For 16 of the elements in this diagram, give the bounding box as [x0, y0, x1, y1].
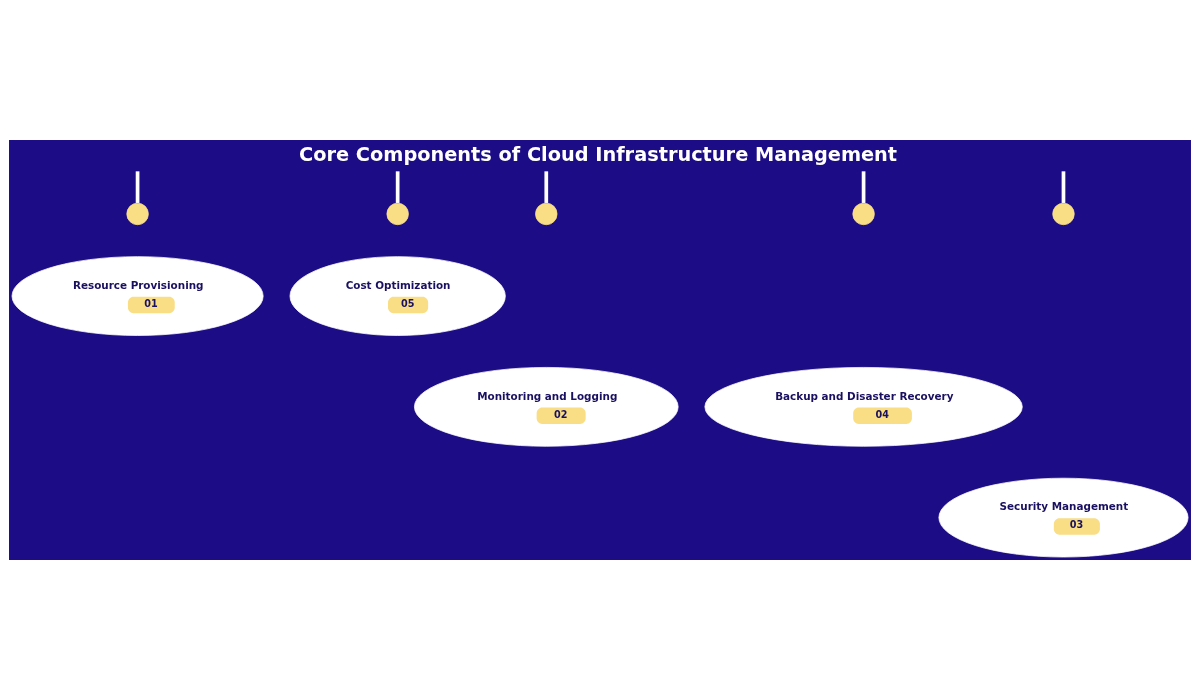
node-circle	[1052, 202, 1075, 226]
node-circle	[386, 202, 409, 226]
node-ellipse: Cost Optimization 05	[289, 256, 506, 336]
connector	[544, 171, 549, 203]
diagram-title: Core Components of Cloud Infrastructure Management	[299, 142, 898, 166]
node-ellipse: Backup and Disaster Recovery 04	[704, 367, 1023, 447]
node-ellipse: Resource Provisioning 01	[11, 256, 264, 336]
connector	[861, 171, 866, 203]
node-ellipse: Monitoring and Logging 02	[414, 367, 679, 447]
connector	[1061, 171, 1066, 203]
node-ellipse: Security Management 03	[938, 477, 1189, 558]
node-circle	[126, 202, 149, 226]
node-circle	[535, 202, 558, 226]
connector	[135, 171, 140, 203]
connector	[395, 171, 400, 203]
node-circle	[852, 202, 875, 226]
